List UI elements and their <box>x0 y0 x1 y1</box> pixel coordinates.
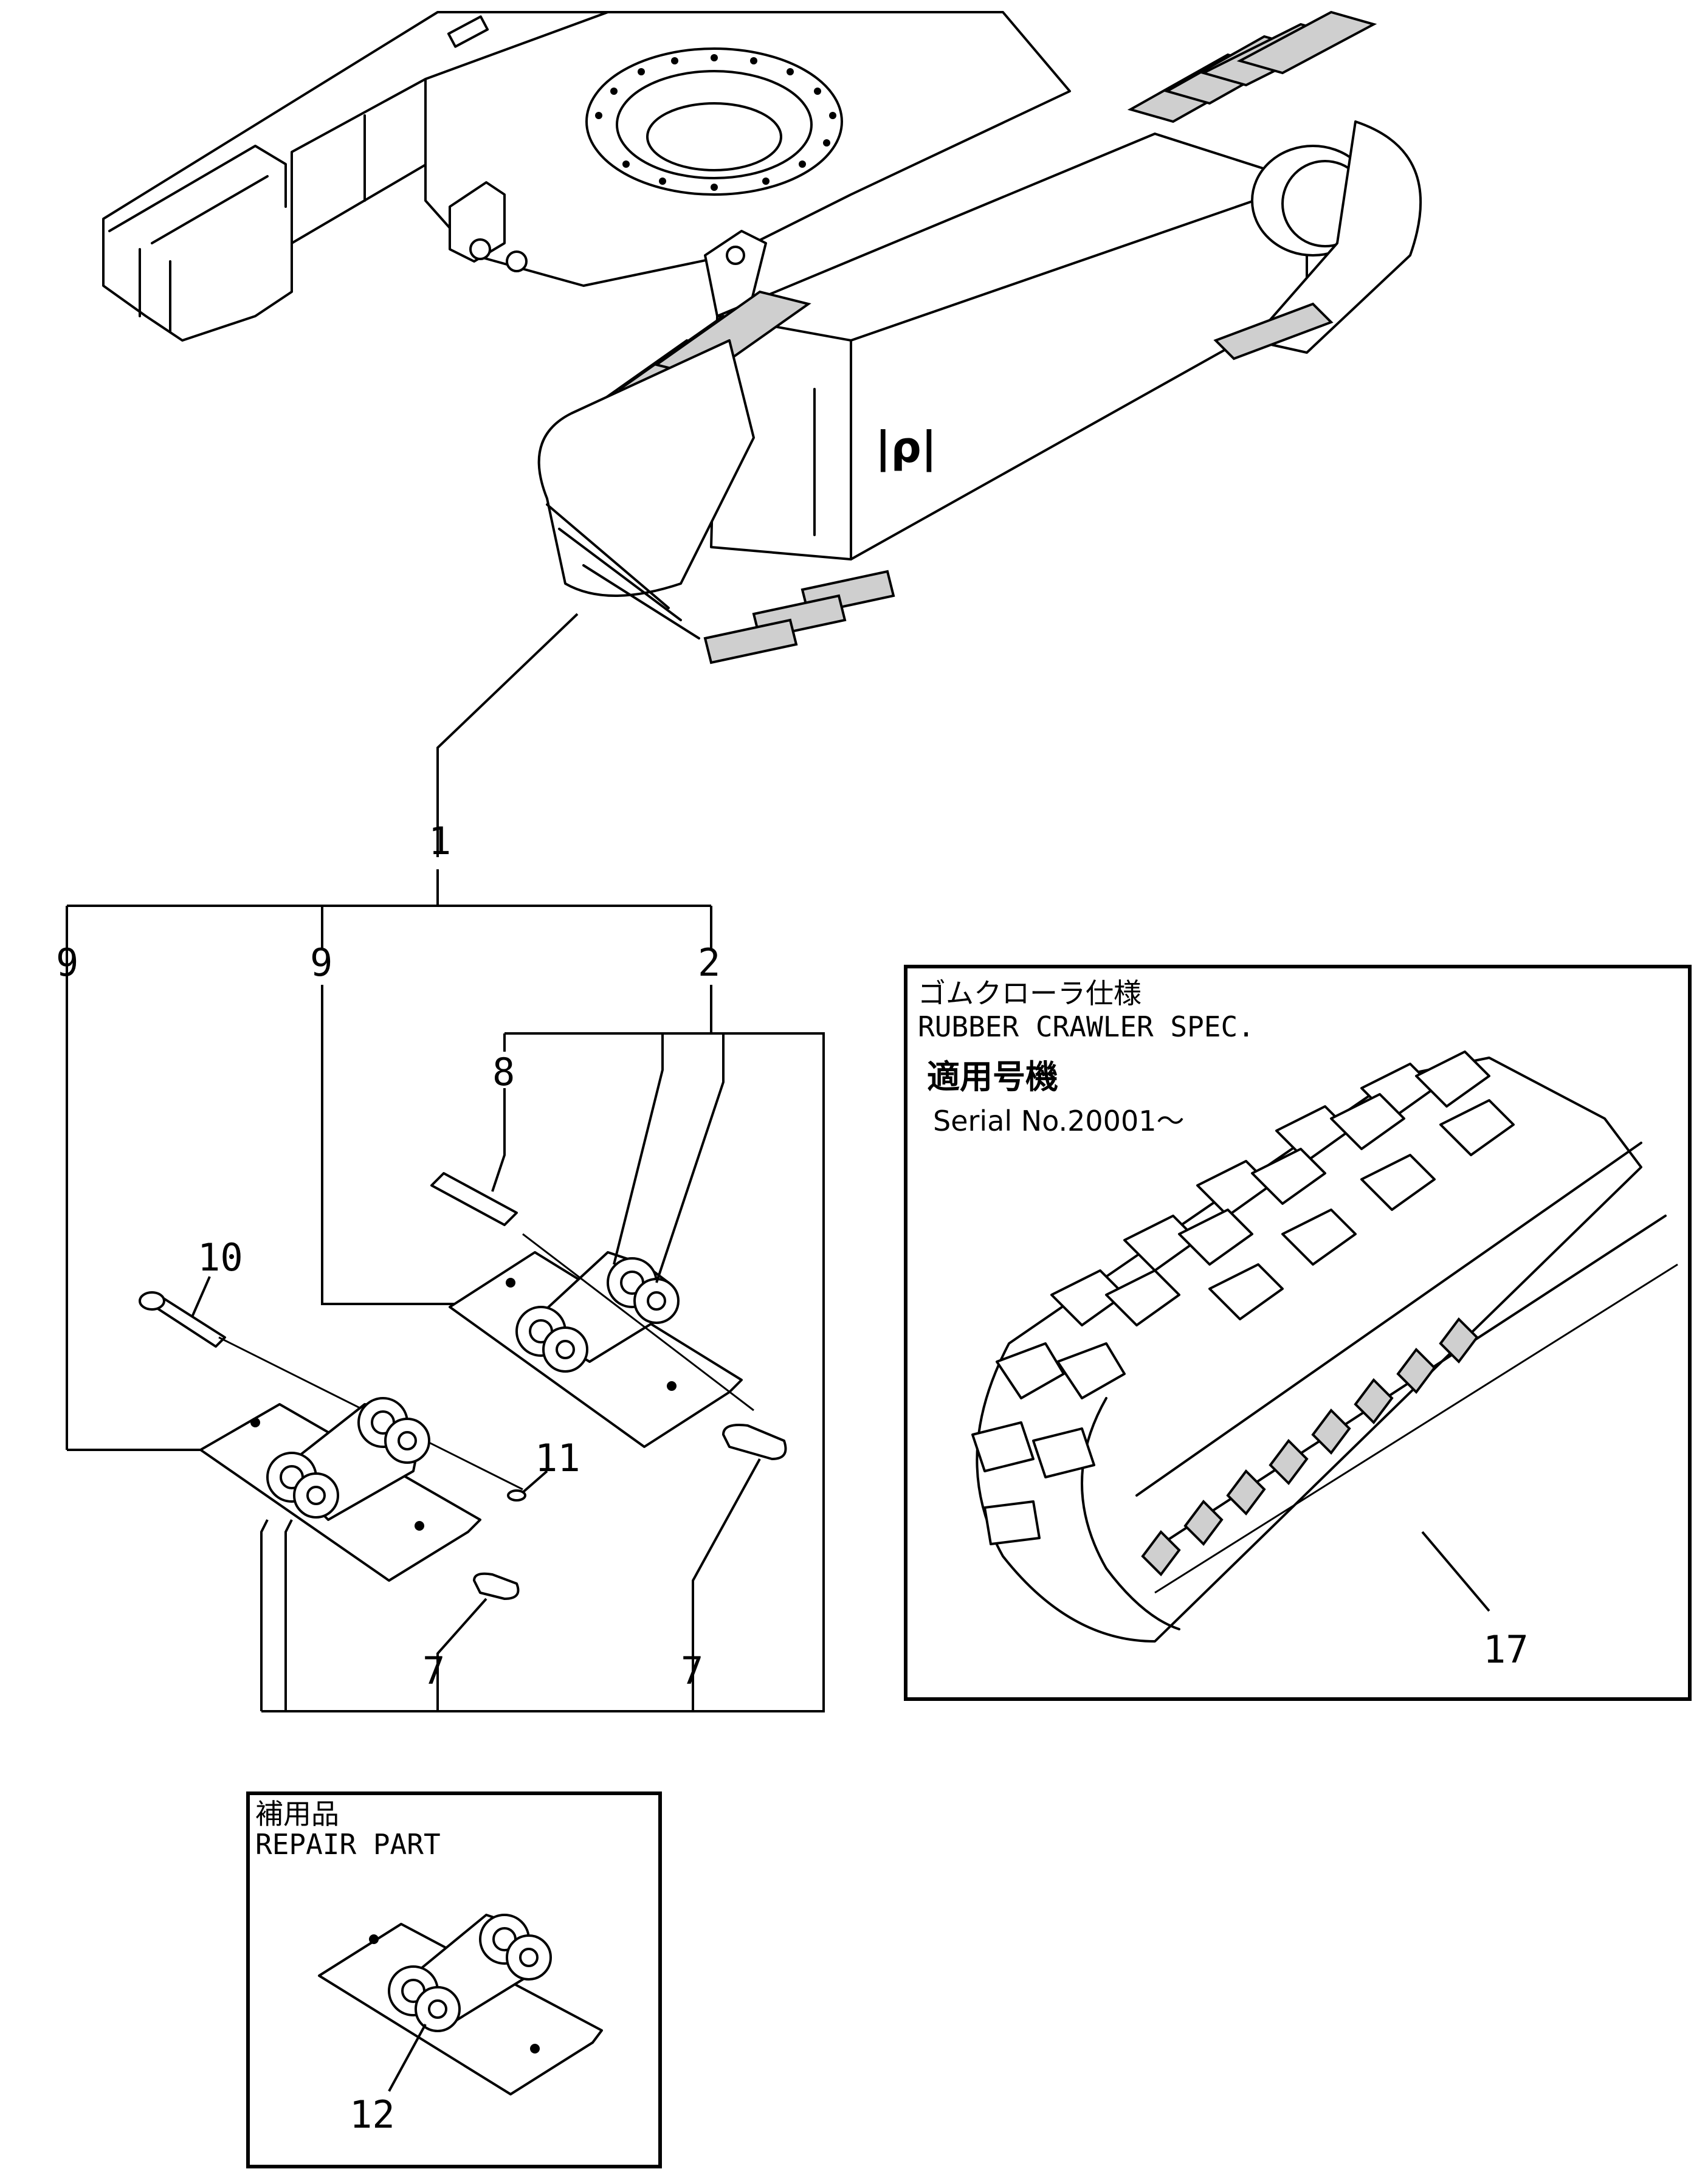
callout-12: 12 <box>350 2092 395 2137</box>
callout-2: 2 <box>698 940 720 985</box>
callout-10: 10 <box>198 1235 243 1280</box>
rubber-applicable-jp: 適用号機 <box>927 1058 1058 1096</box>
bearing-bolts <box>595 54 836 191</box>
rubber-crawler-panel: ゴムクローラ仕様 RUBBER CRAWLER SPEC. 適用号機 Seria… <box>904 965 1692 1701</box>
leader-17 <box>1421 1531 1490 1612</box>
link-assembly-lower <box>139 1276 548 1711</box>
link-assembly-upper <box>430 1033 787 1711</box>
callout-8: 8 <box>492 1050 515 1094</box>
leader-12 <box>388 2024 427 2092</box>
repair-title-en: REPAIR PART <box>255 1828 441 1861</box>
rubber-crawler-drawing <box>971 1050 1678 1643</box>
callout-9-center: 9 <box>310 940 332 985</box>
callout-1: 1 <box>429 819 451 863</box>
leader-1 <box>436 613 579 857</box>
repair-link-drawing <box>318 1914 603 2095</box>
rubber-title-en: RUBBER CRAWLER SPEC. <box>918 1010 1255 1043</box>
callout-7-left: 7 <box>422 1649 445 1693</box>
frame-mark: |ρ| <box>875 422 937 472</box>
callout-17: 17 <box>1483 1627 1529 1672</box>
callout-9-left: 9 <box>56 940 78 985</box>
track-frame-assembly: |ρ| <box>102 10 1422 664</box>
assembly-bracket <box>66 869 825 1712</box>
rubber-lugs <box>971 1050 1515 1545</box>
rubber-serial: Serial No.20001～ <box>933 1105 1184 1137</box>
callout-11: 11 <box>535 1436 580 1480</box>
repair-title-jp: 補用品 <box>255 1798 339 1830</box>
rubber-inner-teeth <box>1141 1317 1479 1577</box>
rubber-title-jp: ゴムクローラ仕様 <box>918 977 1142 1010</box>
repair-part-panel: 補用品 REPAIR PART 12 <box>246 1791 662 2168</box>
